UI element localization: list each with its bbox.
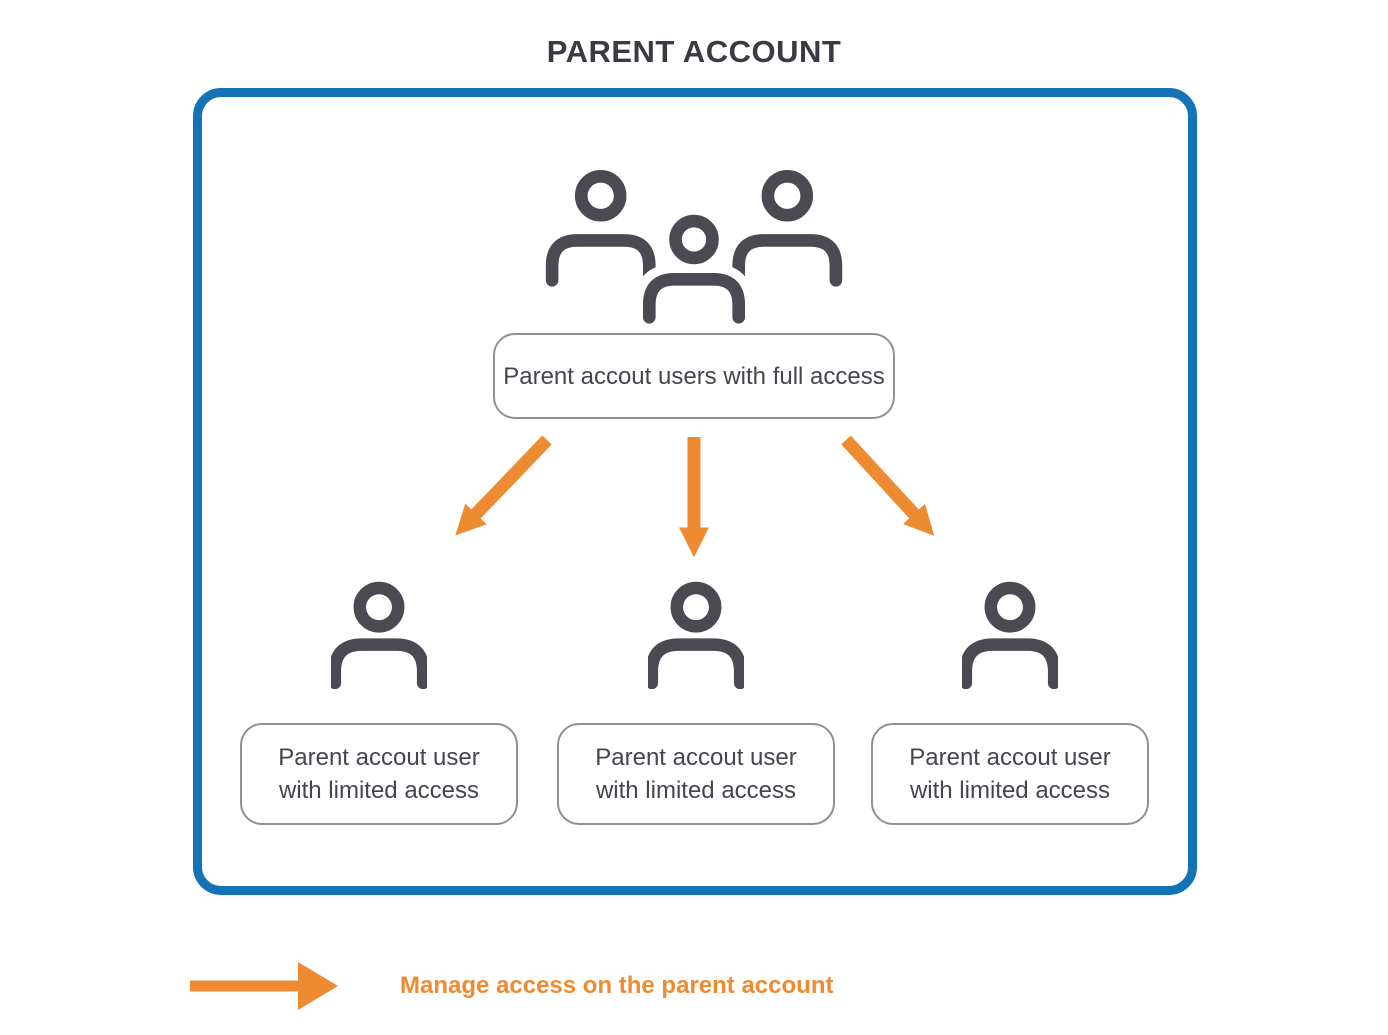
orange-down-arrow-icon xyxy=(455,435,935,558)
legend-label: Manage access on the parent account xyxy=(400,972,834,999)
limited-access-node: Parent accout user with limited access xyxy=(557,723,835,825)
single-user-svg xyxy=(959,581,1061,690)
legend: Manage access on the parent account xyxy=(188,958,833,1014)
group-users-icon xyxy=(538,152,850,333)
orange-right-arrow-icon xyxy=(190,962,338,1010)
single-user-icon xyxy=(328,581,430,690)
group-users-svg xyxy=(545,169,843,333)
single-user-svg xyxy=(645,581,747,690)
limited-access-label: Parent accout user with limited access xyxy=(595,744,797,804)
single-user-icon xyxy=(645,581,747,690)
limited-access-label: Parent accout user with limited access xyxy=(278,744,480,804)
page-title: PARENT ACCOUNT xyxy=(546,34,842,69)
single-user-icon xyxy=(959,581,1061,690)
limited-access-label: Parent accout user with limited access xyxy=(909,744,1111,804)
full-access-label: Parent accout users with full access xyxy=(503,362,885,390)
limited-access-node: Parent accout user with limited access xyxy=(871,723,1149,825)
limited-access-node: Parent accout user with limited access xyxy=(240,723,518,825)
full-access-node: Parent accout users with full access xyxy=(493,333,895,419)
single-user-svg xyxy=(328,581,430,690)
